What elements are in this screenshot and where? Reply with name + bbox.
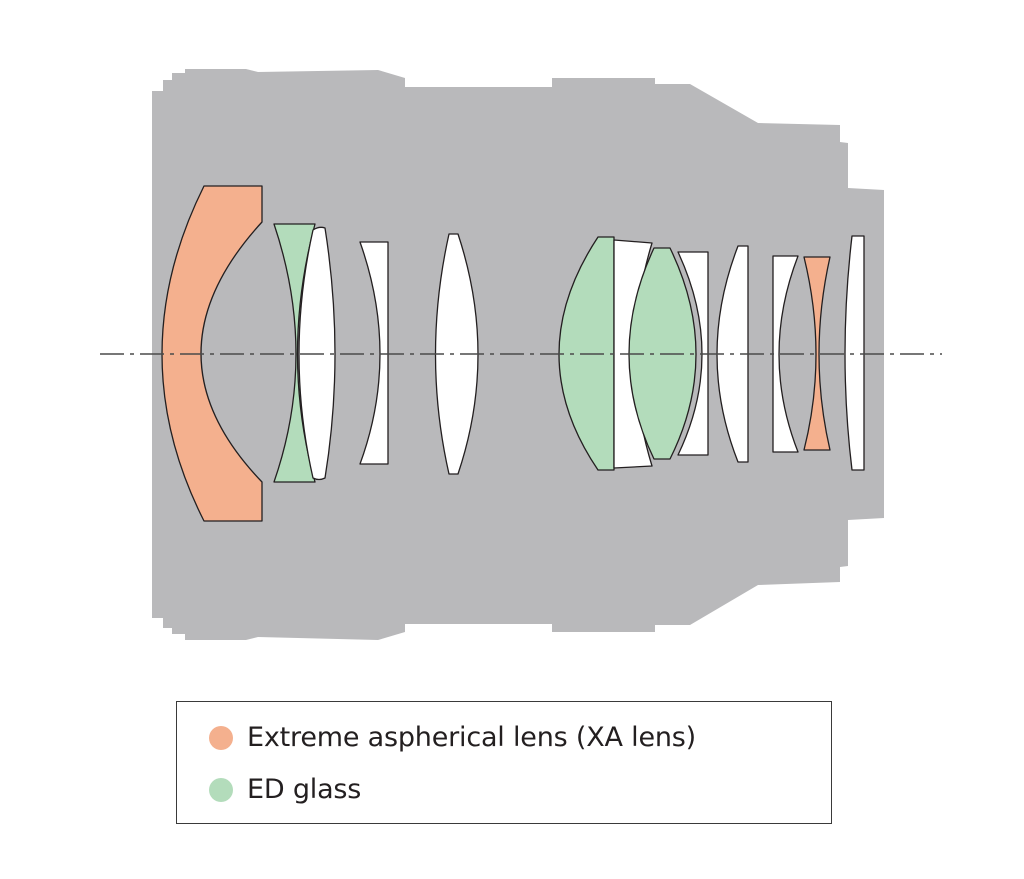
xa-lens-swatch-icon [209, 725, 233, 750]
element-4 [359, 241, 389, 465]
legend-item-xa-lens: Extreme aspherical lens (XA lens) [209, 722, 696, 753]
legend-label-ed-glass: ED glass [247, 774, 362, 805]
ed-element-2 [273, 223, 316, 483]
legend-box: Extreme aspherical lens (XA lens) ED gla… [176, 701, 832, 824]
legend-item-ed-glass: ED glass [209, 774, 361, 805]
xa-element-12 [803, 256, 831, 451]
xa-element-1 [161, 185, 263, 522]
legend-label-xa-lens: Extreme aspherical lens (XA lens) [247, 722, 696, 753]
ed-glass-swatch-icon [209, 777, 233, 802]
element-9 [677, 251, 709, 456]
element-13 [844, 235, 865, 471]
element-11 [772, 255, 799, 453]
element-5 [434, 233, 479, 475]
